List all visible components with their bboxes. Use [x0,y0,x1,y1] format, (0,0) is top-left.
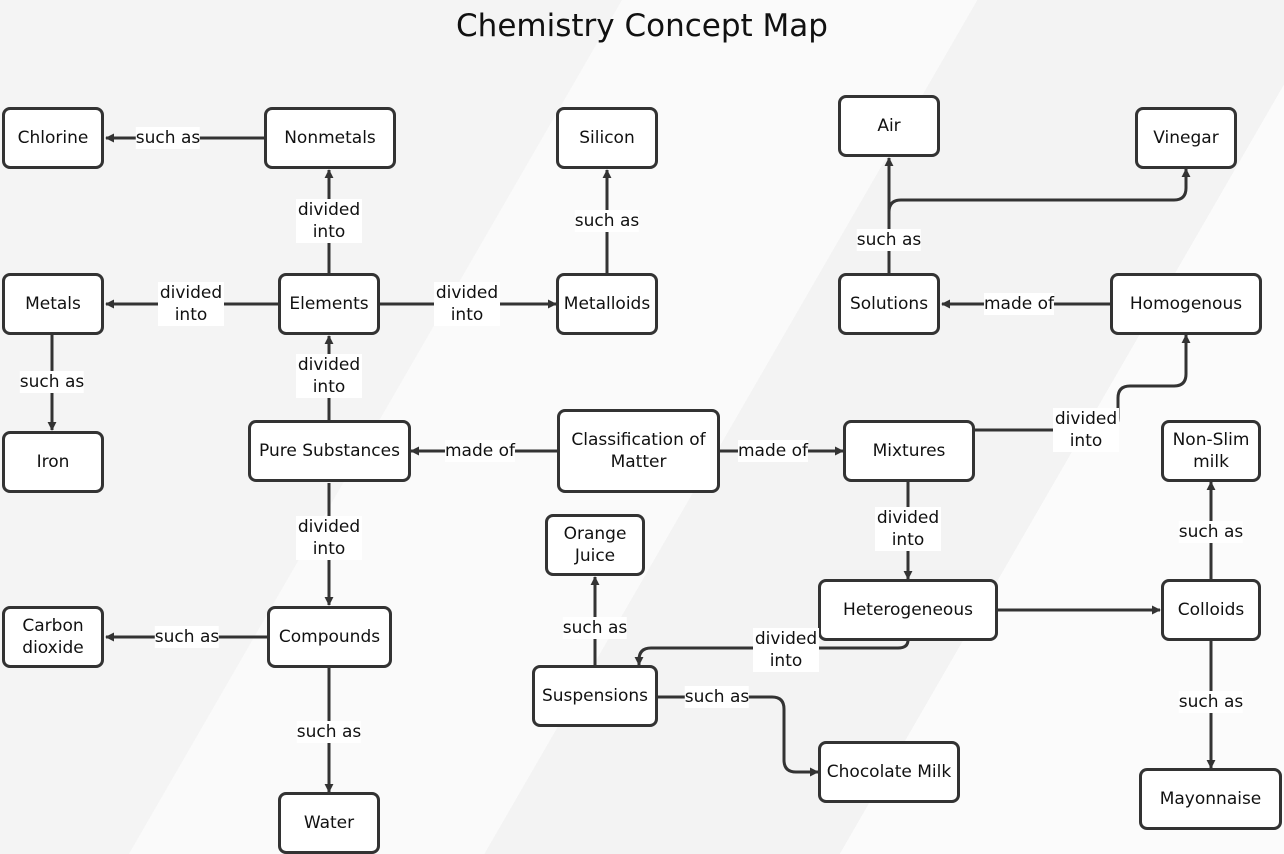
label-classification-mixtures: made of [737,440,809,462]
label-homogenous-solutions: made of [983,293,1055,315]
node-non-slim-milk[interactable]: Non-Slim milk [1161,420,1261,482]
node-mixtures[interactable]: Mixtures [843,420,975,482]
label-compounds-carbon: such as [154,626,220,648]
label-elements-nonmetals: divided into [296,199,362,243]
label-solutions-air-vinegar: such as [856,229,922,251]
label-heterogeneous-suspensions: divided into [753,628,819,672]
label-nonmetals-chlorine: such as [135,127,201,149]
node-vinegar[interactable]: Vinegar [1135,107,1237,169]
edge-solutions-vinegar [887,168,1191,213]
node-pure-substances[interactable]: Pure Substances [248,420,411,482]
label-mixtures-heterogeneous: divided into [875,507,941,551]
node-iron[interactable]: Iron [2,431,104,493]
label-mixtures-homogenous: divided into [1053,408,1119,452]
label-colloids-mayonnaise: such as [1178,691,1244,713]
label-pure-compounds: divided into [296,516,362,560]
node-silicon[interactable]: Silicon [556,107,658,169]
node-air[interactable]: Air [838,95,940,157]
label-classification-pure: made of [444,440,516,462]
node-compounds[interactable]: Compounds [267,606,392,668]
node-metalloids[interactable]: Metalloids [556,273,658,335]
label-metalloids-silicon: such as [574,210,640,232]
label-pure-elements: divided into [296,354,362,398]
node-colloids[interactable]: Colloids [1161,579,1261,641]
node-chocolate-milk[interactable]: Chocolate Milk [818,741,960,803]
label-suspensions-chocolate: such as [684,686,750,708]
edge-heterogeneous-suspensions [634,639,910,666]
node-heterogeneous[interactable]: Heterogeneous [818,579,998,641]
label-elements-metalloids: divided into [434,282,500,326]
node-elements[interactable]: Elements [278,273,380,335]
node-nonmetals[interactable]: Nonmetals [264,107,396,169]
label-suspensions-orange: such as [562,617,628,639]
label-colloids-nonslim: such as [1178,521,1244,543]
node-metals[interactable]: Metals [2,273,104,335]
diagram-title: Chemistry Concept Map [456,8,828,44]
label-compounds-water: such as [296,721,362,743]
node-chlorine[interactable]: Chlorine [2,107,104,169]
node-solutions[interactable]: Solutions [838,273,940,335]
node-mayonnaise[interactable]: Mayonnaise [1139,768,1282,830]
label-metals-iron: such as [19,371,85,393]
node-classification-of-matter[interactable]: Classification of Matter [557,409,720,493]
label-elements-metals: divided into [158,282,224,326]
node-orange-juice[interactable]: Orange Juice [545,514,645,576]
edge-suspensions-chocolate [658,695,819,777]
node-carbon-dioxide[interactable]: Carbon dioxide [2,606,104,668]
node-suspensions[interactable]: Suspensions [532,665,658,727]
node-homogenous[interactable]: Homogenous [1110,273,1262,335]
node-water[interactable]: Water [278,792,380,854]
